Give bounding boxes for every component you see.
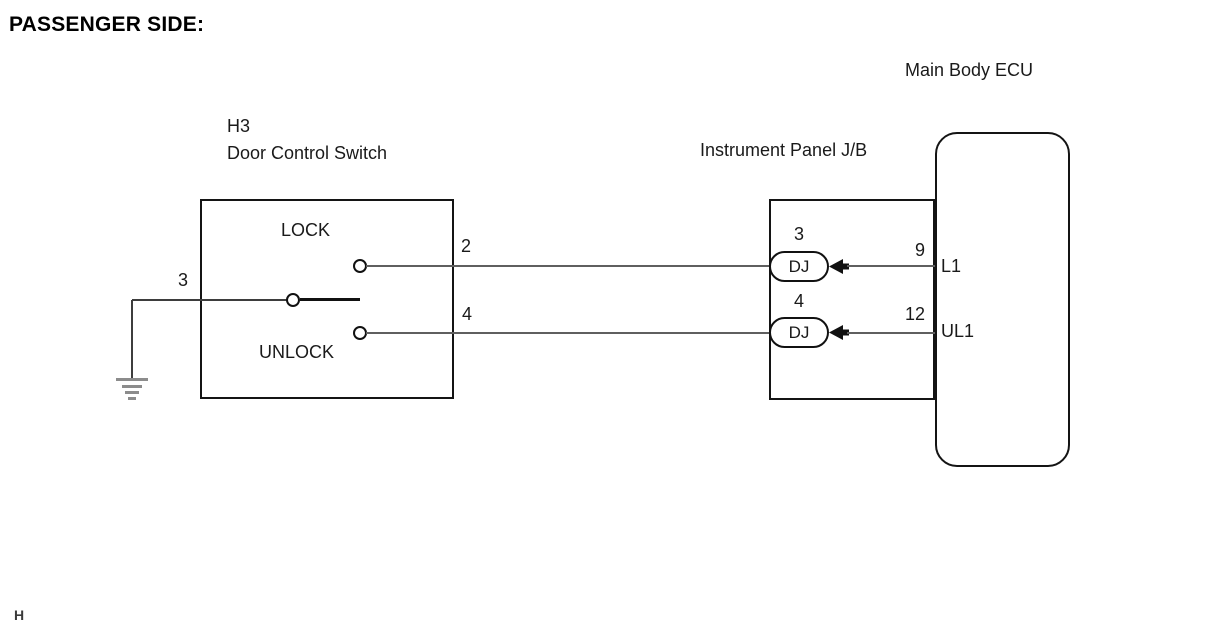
main-body-ecu-outline [935,132,1070,467]
wire-arrow-icon [829,259,849,274]
page-footer-mark: H [14,607,25,623]
switch-name: Door Control Switch [227,143,388,163]
jb-connector-1: DJ [769,251,829,282]
ecu-pin-12-label: 12 [904,304,925,324]
junction-box-outline [769,199,935,400]
jb-connector-1-code: DJ [788,256,810,276]
ground-wire-drop [131,300,133,379]
jb-connector-2-pin-label: 4 [793,291,804,311]
unlock-position-label: UNLOCK [259,342,335,362]
lock-position-label: LOCK [281,220,331,240]
switch-pin-ground-label: 3 [177,270,188,290]
switch-pin-lock-label: 2 [461,236,472,256]
switch-connector-id: H3 [227,116,251,136]
ecu-terminal-l1-label: L1 [941,256,962,276]
lock-signal-wire-jb-to-ecu [847,265,935,267]
unlock-signal-wire-jb-to-ecu [847,332,935,334]
switch-lock-contact [353,259,367,273]
switch-unlock-contact [353,326,367,340]
jb-connector-2: DJ [769,317,829,348]
ground-wire [132,299,288,301]
ecu-terminal-ul1-label: UL1 [941,321,975,341]
unlock-signal-wire [366,332,769,334]
wire-arrow-icon [829,325,849,340]
jb-connector-1-pin-label: 3 [793,224,804,244]
jb-connector-2-code: DJ [788,322,810,342]
lock-signal-wire [366,265,769,267]
switch-common-contact [286,293,300,307]
page-title: PASSENGER SIDE: [9,13,205,36]
switch-pin-unlock-label: 4 [462,304,473,324]
ground-icon [112,378,152,400]
junction-box-label: Instrument Panel J/B [700,140,868,160]
ecu-label: Main Body ECU [905,60,1034,80]
ecu-pin-9-label: 9 [914,240,925,260]
switch-lever [300,298,360,301]
